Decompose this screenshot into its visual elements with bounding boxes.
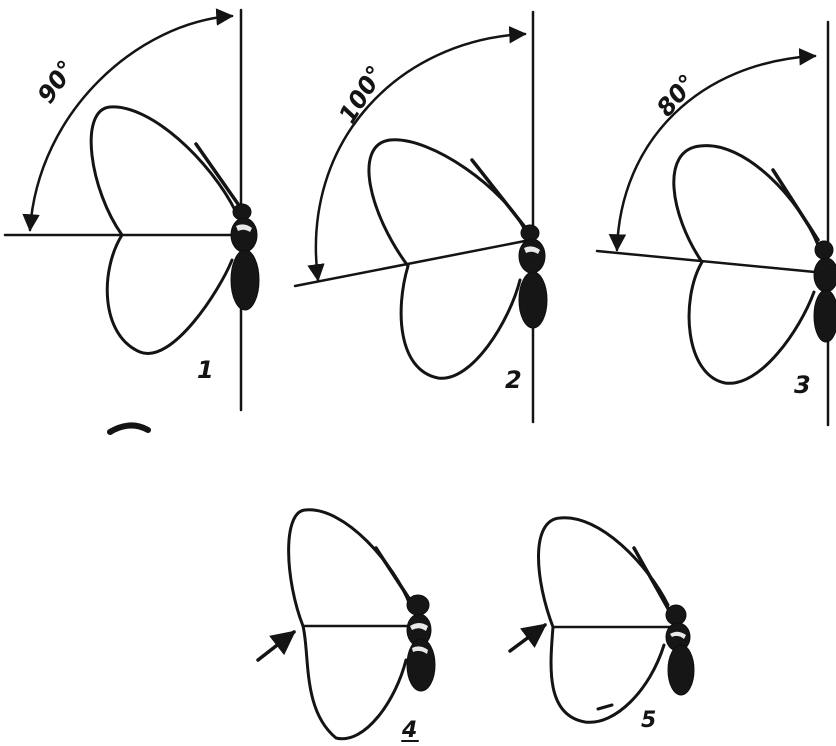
- wing-reference-line: [595, 249, 817, 274]
- figure-number: 5: [641, 708, 656, 733]
- figure-number: 2: [505, 366, 522, 394]
- hindwing: [549, 625, 666, 724]
- insect-body: [230, 203, 260, 311]
- insect-body: [813, 240, 836, 343]
- antenna: [632, 546, 672, 614]
- figure-2: 100° 2: [293, 10, 548, 424]
- antenna: [194, 142, 240, 206]
- figure-number: 3: [794, 371, 811, 399]
- antenna: [470, 158, 526, 228]
- stray-mark: [107, 422, 151, 435]
- figure-1: 90° 1: [3, 8, 260, 412]
- angle-arc: [608, 48, 817, 252]
- forewing: [367, 138, 527, 268]
- angle-label: 80°: [651, 69, 702, 122]
- figure-4: 4: [256, 508, 436, 743]
- insect-body: [518, 224, 548, 329]
- wing-reference-line: [293, 238, 532, 288]
- forewing: [287, 508, 412, 628]
- antenna: [374, 546, 412, 602]
- angle-arc: [307, 26, 527, 282]
- angle-arc: [22, 8, 234, 232]
- hindwing: [301, 624, 408, 741]
- hindwing: [399, 264, 522, 380]
- hindwing: [687, 260, 816, 385]
- pointer-arrow: [508, 623, 547, 653]
- figure-number: 4: [401, 718, 417, 743]
- stray-dash: [596, 703, 614, 711]
- forewing: [89, 105, 238, 237]
- insect-body: [406, 594, 436, 692]
- antenna: [771, 168, 820, 242]
- angle-label: 90°: [32, 55, 81, 108]
- figure-number: 1: [197, 356, 214, 384]
- figure-5: 5: [508, 516, 695, 733]
- hindwing: [105, 233, 234, 355]
- pointer-arrow: [256, 630, 296, 662]
- insect-body: [665, 604, 695, 696]
- figure-3: 80° 3: [595, 20, 836, 427]
